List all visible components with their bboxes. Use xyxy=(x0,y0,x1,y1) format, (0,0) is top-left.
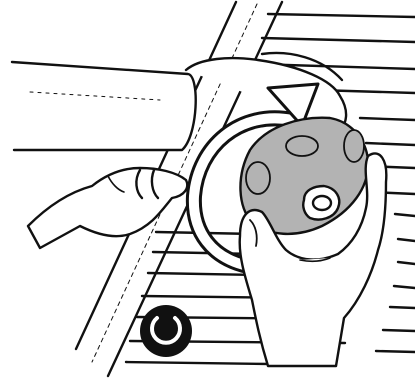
counterclockwise-rotation-icon xyxy=(140,305,192,357)
left-hand xyxy=(28,168,187,248)
rod xyxy=(12,62,196,150)
